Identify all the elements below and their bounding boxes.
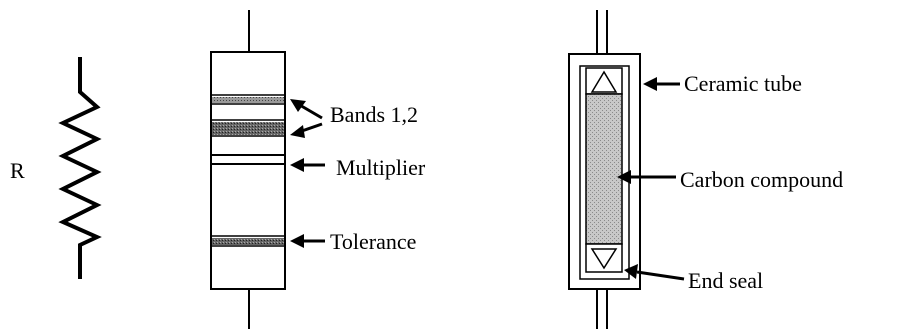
label-end-seal: End seal xyxy=(688,268,763,293)
resistor-symbol: R xyxy=(10,57,102,279)
band-1 xyxy=(212,97,284,103)
label-tolerance: Tolerance xyxy=(330,229,416,254)
label-multiplier: Multiplier xyxy=(336,155,426,180)
cross-section-arrows xyxy=(617,77,685,281)
arrow-seal xyxy=(636,270,685,281)
banded-resistor-arrows xyxy=(290,99,325,248)
resistor-body xyxy=(210,51,286,290)
label-carbon-compound: Carbon compound xyxy=(680,167,843,192)
tolerance-band xyxy=(212,238,284,245)
banded-resistor xyxy=(210,10,286,329)
carbon-compound xyxy=(585,93,623,245)
zigzag-line xyxy=(58,57,102,279)
label-bands: Bands 1,2 xyxy=(330,102,418,127)
resistor-cross-section xyxy=(568,10,641,329)
symbol-label: R xyxy=(10,158,25,183)
band-2 xyxy=(212,122,284,135)
label-ceramic-tube: Ceramic tube xyxy=(684,71,802,96)
